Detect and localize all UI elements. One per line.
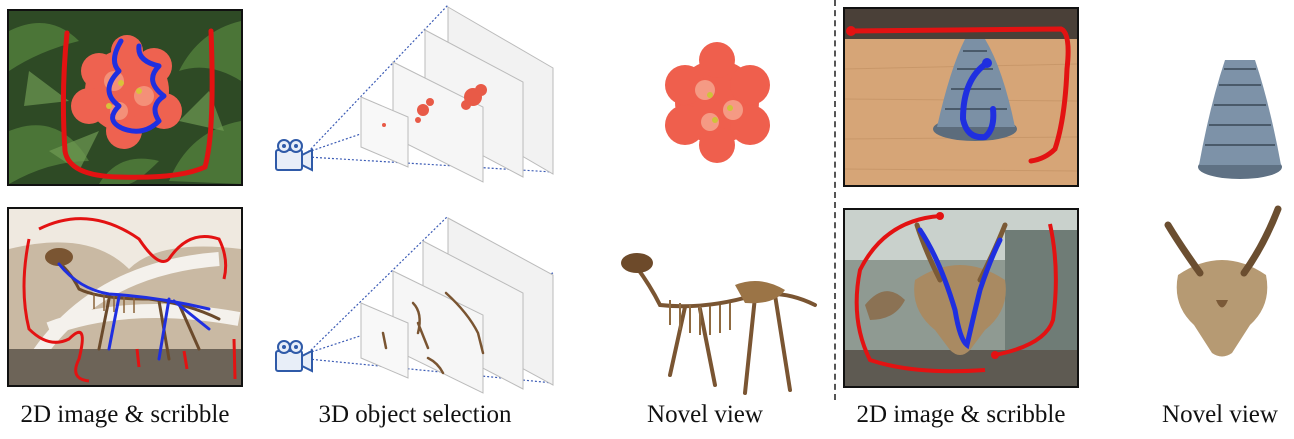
dinosaur-novel-view [615, 245, 830, 395]
caption-selection: 3D object selection [318, 401, 512, 428]
caption-novel-right: Novel view [1162, 401, 1278, 428]
camera-icon [275, 139, 313, 172]
stupa-novel-view [1195, 45, 1285, 180]
dinosaur-scribble-image [7, 207, 243, 387]
section-divider [834, 0, 836, 400]
triceratops-novel-view [1160, 205, 1285, 360]
caption-scribble-left: 2D image & scribble [20, 401, 230, 428]
flower-novel-view [655, 40, 780, 165]
flower-scribble-image [7, 9, 243, 186]
camera-icon [275, 340, 313, 373]
triceratops-scribble-image [843, 208, 1079, 388]
selection-diagram-bottom [268, 213, 563, 398]
caption-novel-left: Novel view [647, 401, 763, 428]
stupa-scribble-image [843, 7, 1079, 187]
caption-scribble-right: 2D image & scribble [856, 401, 1066, 428]
selection-diagram-top [268, 2, 563, 192]
